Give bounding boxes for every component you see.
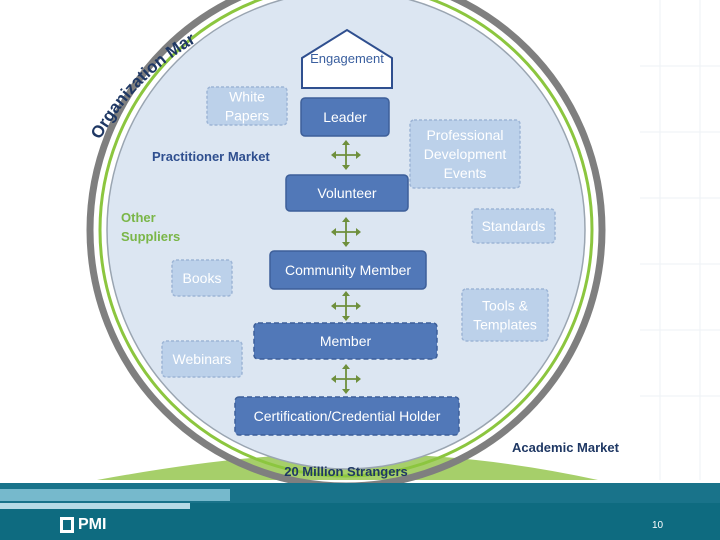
- footer-bar: [0, 483, 720, 540]
- svg-text:Standards: Standards: [482, 218, 546, 234]
- svg-text:Books: Books: [183, 270, 222, 286]
- svg-text:Events: Events: [444, 165, 487, 181]
- svg-text:Engagement: Engagement: [310, 51, 384, 66]
- svg-text:Professional: Professional: [426, 127, 503, 143]
- other-suppliers-label: Other: [121, 210, 156, 225]
- ladder-box-community-member: Community Member: [269, 250, 427, 290]
- svg-text:Leader: Leader: [323, 109, 367, 125]
- engagement-pentagon: Engagement: [301, 28, 393, 89]
- four-way-arrow-icon: [331, 364, 361, 394]
- ladder-box-member: Member: [253, 322, 438, 360]
- pmi-logo: PMI: [60, 514, 106, 536]
- svg-text:Community Member: Community Member: [285, 262, 411, 278]
- svg-text:Certification/Credential Holde: Certification/Credential Holder: [254, 408, 441, 424]
- side-box-standards: Standards: [471, 208, 556, 244]
- svg-text:Webinars: Webinars: [173, 351, 232, 367]
- outer-gray-ring: [86, 0, 606, 483]
- svg-text:Member: Member: [320, 333, 372, 349]
- twenty-million-strangers-label: 20 Million Strangers: [284, 464, 408, 479]
- pmi-logo-icon: [60, 517, 74, 533]
- page-number: 10: [652, 520, 664, 531]
- side-box-webinars: Webinars: [161, 340, 243, 378]
- market-diagram: Organization Market Engagement WhitePape…: [0, 0, 620, 483]
- svg-text:White: White: [229, 89, 265, 105]
- svg-text:Volunteer: Volunteer: [317, 185, 376, 201]
- four-way-arrow-icon: [331, 291, 361, 321]
- four-way-arrow-icon: [331, 217, 361, 247]
- svg-text:Templates: Templates: [473, 317, 537, 333]
- ladder-box-leader: Leader: [300, 97, 390, 137]
- footer-accent-strip: [0, 489, 230, 501]
- svg-text:Papers: Papers: [225, 108, 269, 124]
- ladder-box-certification-holder: Certification/Credential Holder: [234, 396, 460, 436]
- outer-green-ring: [98, 0, 594, 478]
- footer-band-bottom: [0, 503, 720, 540]
- footer-accent-strip-light: [0, 503, 190, 509]
- other-suppliers-label-line2: Suppliers: [121, 229, 180, 244]
- four-way-arrow-icon: [331, 140, 361, 170]
- svg-text:Tools &: Tools &: [482, 298, 529, 314]
- pmi-logo-text: PMI: [78, 516, 107, 533]
- ladder-box-volunteer: Volunteer: [285, 174, 409, 212]
- svg-text:Development: Development: [424, 146, 507, 162]
- side-box-tools-templates: Tools & Templates: [461, 288, 549, 342]
- academic-market-label: Academic Market: [512, 440, 620, 455]
- side-box-books: Books: [171, 259, 233, 297]
- practitioner-market-label: Practitioner Market: [152, 149, 270, 164]
- background-grid: [640, 0, 720, 480]
